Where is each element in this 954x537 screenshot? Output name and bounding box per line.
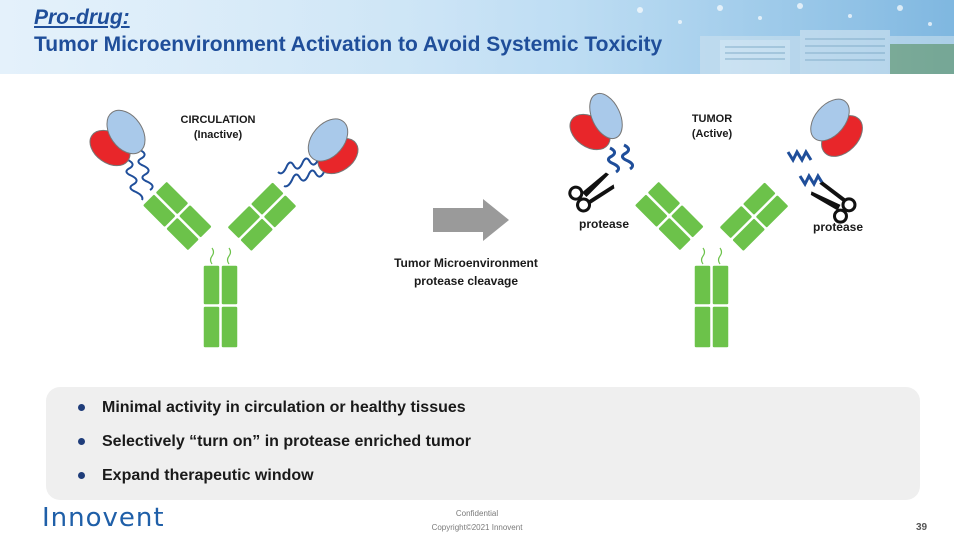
- antibody-arm-left: [142, 180, 213, 252]
- slide-kicker: Pro-drug:: [34, 6, 130, 29]
- antibody-arm-right-active: [718, 181, 790, 252]
- bullet-text: Selectively “turn on” in protease enrich…: [102, 433, 471, 450]
- confidential-label: Confidential: [455, 509, 499, 518]
- prodrug-diagram: CIRCULATION (Inactive) Tumor Microenviro…: [89, 92, 863, 349]
- mask-blue-left-released: [589, 92, 623, 140]
- scissors-icon: [568, 172, 615, 213]
- inactive-label: (Inactive): [194, 129, 243, 141]
- antibody-inactive: [89, 109, 359, 349]
- page-number: 39: [916, 522, 928, 533]
- linker-right: [277, 157, 325, 188]
- active-label: (Active): [692, 128, 733, 140]
- tumor-label: TUMOR: [692, 113, 732, 125]
- linker-left: [125, 149, 154, 201]
- summary-bullet: Minimal activity in circulation or healt…: [78, 397, 920, 431]
- bullet-dot: [78, 472, 85, 479]
- header-building-image: [0, 0, 954, 74]
- antibody-arm-left-active: [634, 180, 705, 252]
- innovent-logo: Innovent: [42, 503, 165, 533]
- cleaved-linker-left: [607, 143, 635, 174]
- activation-arrow: [433, 199, 509, 241]
- antibody-active: [569, 92, 863, 349]
- antibody-arm-right: [226, 181, 298, 252]
- scissors-icon: [810, 181, 857, 224]
- antibody-stem-right: [693, 264, 730, 349]
- summary-panel: Minimal activity in circulation or healt…: [46, 387, 920, 500]
- summary-bullet: Selectively “turn on” in protease enrich…: [78, 431, 920, 465]
- protease-label-right: protease: [813, 220, 863, 234]
- circulation-label: CIRCULATION: [181, 114, 256, 126]
- mask-blue-left: [106, 109, 146, 155]
- cleaved-linker-right: [786, 148, 825, 188]
- summary-bullets: Minimal activity in circulation or healt…: [46, 387, 920, 499]
- antibody-stem-left: [202, 264, 239, 349]
- slide-title: Tumor Microenvironment Activation to Avo…: [34, 33, 663, 56]
- protease-label-left: protease: [579, 217, 629, 231]
- arrow-caption-line1: Tumor Microenvironment: [394, 256, 538, 270]
- bullet-text: Minimal activity in circulation or healt…: [102, 399, 466, 416]
- mask-blue-right: [307, 118, 349, 162]
- bullet-dot: [78, 438, 85, 445]
- summary-bullet: Expand therapeutic window: [78, 465, 920, 499]
- mask-blue-right-released: [810, 98, 850, 142]
- bullet-dot: [78, 404, 85, 411]
- bullet-text: Expand therapeutic window: [102, 467, 314, 484]
- copyright-label: Copyright©2021 Innovent: [431, 523, 523, 532]
- arrow-caption-line2: protease cleavage: [414, 274, 518, 288]
- header-banner: Pro-drug: Tumor Microenvironment Activat…: [0, 0, 954, 74]
